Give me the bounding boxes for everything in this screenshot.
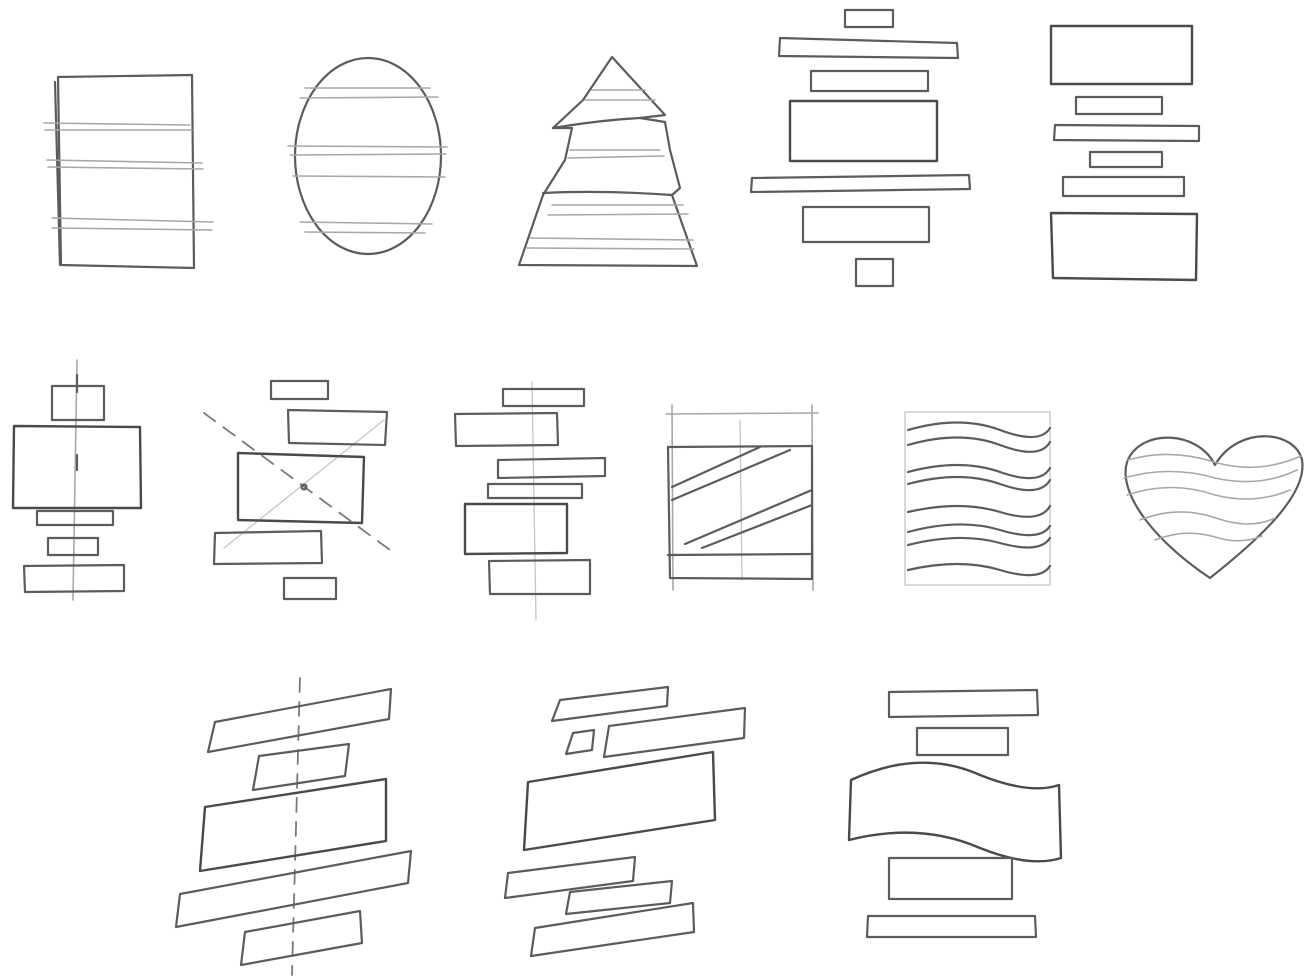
thumbnail-rectangle-with-bands [44, 75, 213, 268]
thumbnail-diagonal-slashed-frame [666, 405, 818, 590]
thumbnail-axis-stacked-blocks [13, 360, 141, 600]
thumbnail-wavy-lined-frame [905, 412, 1050, 585]
thumbnail-tree-with-bands [519, 57, 697, 266]
thumbnail-offset-stacked-blocks [455, 382, 605, 620]
thumbnail-skewed-offset-blocks [505, 687, 745, 956]
thumbnail-stacked-centered-blocks [751, 10, 970, 286]
thumbnail-framed-stacked-blocks [1051, 26, 1199, 280]
thumbnail-skewed-stacked-blocks [176, 678, 411, 975]
thumbnail-wave-banner-blocks [849, 690, 1061, 937]
thumbnail-diagonal-crossed-blocks [204, 381, 390, 599]
thumbnail-oval-with-bands [288, 58, 447, 254]
thumbnail-heart-with-bands [1124, 436, 1302, 578]
